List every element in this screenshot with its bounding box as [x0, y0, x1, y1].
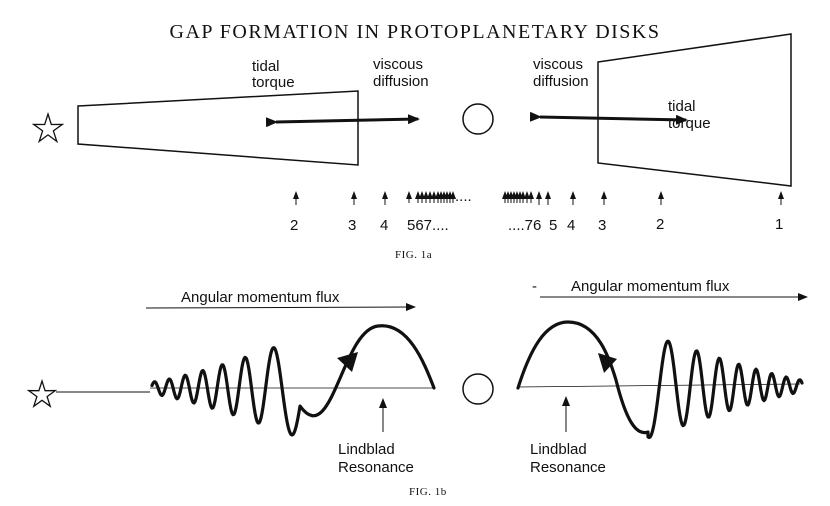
resonance-label-3-outer: 3	[598, 217, 606, 234]
resonance-label-1-outer: 1	[775, 216, 783, 233]
resonance-arrowhead	[419, 191, 425, 199]
resonance-arrowhead	[293, 191, 299, 199]
right-viscous-diffusion-label: viscous diffusion	[533, 56, 589, 90]
resonance-label-3-inner: 3	[348, 217, 356, 234]
resonance-arrowhead	[427, 191, 433, 199]
resonance-arrowhead	[528, 191, 534, 199]
page-title: GAP FORMATION IN PROTOPLANETARY DISKS	[170, 21, 661, 43]
resonance-arrowhead	[536, 191, 542, 199]
resonance-arrowhead	[351, 191, 357, 199]
right-lindblad-label: Lindblad Resonance	[530, 441, 606, 476]
planet-circle	[462, 103, 494, 135]
right-tidal-torque-label: tidal torque	[668, 98, 711, 132]
resonance-arrowhead	[382, 191, 388, 199]
resonance-label-5-outer: 5	[549, 217, 557, 234]
inner-resonance-dots: ....	[455, 188, 472, 205]
resonance-arrowhead	[601, 191, 607, 199]
star-icon	[26, 378, 58, 409]
right-flux-label: Angular momentum flux	[571, 278, 730, 295]
resonance-arrowhead	[450, 191, 456, 199]
fig-1b-caption: FIG. 1b	[409, 486, 447, 498]
resonance-arrowhead	[570, 191, 576, 199]
resonance-label-4-outer: 4	[567, 217, 575, 234]
resonance-arrowhead	[524, 191, 530, 199]
left-tidal-torque-label: tidal torque	[252, 58, 295, 91]
outer-disk	[597, 33, 792, 187]
resonance-arrowhead	[423, 191, 429, 199]
resonance-label-567-inner: 567....	[407, 217, 449, 234]
fig-1a-caption: FIG. 1a	[395, 249, 432, 261]
resonance-label-4-inner: 4	[380, 217, 388, 234]
left-double-arrow	[265, 114, 420, 128]
left-arch-arrowhead	[337, 352, 358, 372]
left-viscous-diffusion-label: viscous diffusion	[373, 56, 429, 90]
resonance-arrowhead	[545, 191, 551, 199]
resonance-arrowhead	[431, 191, 437, 199]
resonance-arrowhead	[658, 191, 664, 199]
resonance-arrowhead	[406, 191, 412, 199]
right-arch-arrowhead	[598, 353, 617, 373]
star-icon	[31, 111, 65, 144]
left-flux-arrow	[145, 303, 416, 312]
resonance-arrows	[293, 191, 784, 205]
resonance-arrowhead	[520, 191, 526, 199]
left-density-wave	[150, 324, 436, 437]
inner-disk	[77, 90, 359, 166]
resonance-arrowhead	[778, 191, 784, 199]
resonance-label-2-outer: 2	[656, 216, 664, 233]
resonance-label-2-inner: 2	[290, 217, 298, 234]
resonance-label-76-outer: ....76	[508, 217, 541, 234]
right-density-wave	[516, 320, 804, 440]
right-double-arrow	[529, 111, 688, 125]
left-flux-label: Angular momentum flux	[181, 289, 340, 306]
planet-circle	[462, 373, 494, 405]
right-flux-dash: -	[532, 278, 537, 295]
resonance-arrowhead	[415, 191, 421, 199]
left-lindblad-label: Lindblad Resonance	[338, 441, 414, 476]
